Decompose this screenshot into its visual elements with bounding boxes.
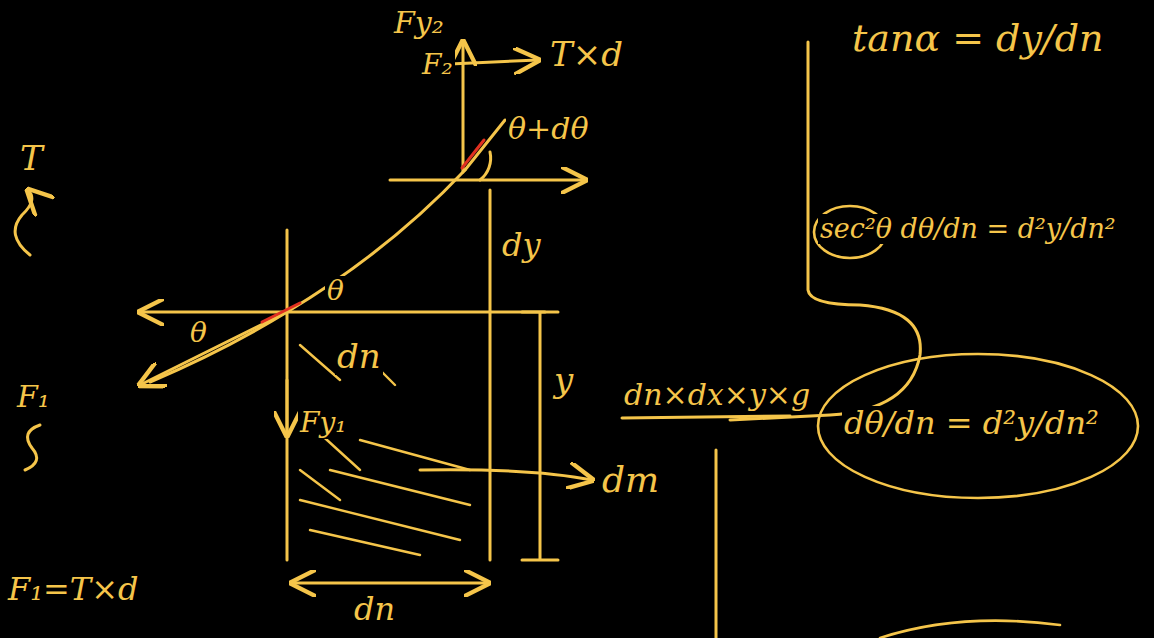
equation: F₁=T×d (6, 572, 140, 607)
equation: dθ/dn = d²y/dn² (842, 406, 1101, 441)
force-value: T×d (548, 36, 625, 73)
force-label: Fy₁ (298, 408, 348, 439)
divider (716, 42, 920, 638)
equation: sec²θ dθ/dn = d²y/dn² (818, 214, 1118, 244)
dimension-label: dn (352, 592, 397, 627)
curly-arrow (15, 190, 32, 255)
force-label: F₁ (15, 380, 52, 413)
force-f1 (140, 312, 287, 385)
next-ellipse (880, 621, 1060, 638)
force-label: F₂ (420, 50, 455, 81)
tangent-mark (462, 140, 484, 168)
element-left-side (286, 230, 289, 560)
angle-label: θ (325, 276, 346, 307)
angle-arc (480, 152, 491, 180)
tension-label: T (18, 140, 45, 177)
dimension-label: dn (335, 338, 383, 375)
dm-pointer (420, 470, 592, 480)
element-right-side (489, 190, 492, 560)
dimension-label: dy (500, 228, 543, 263)
mass-expression: dn×dx×y×g (622, 378, 812, 411)
curly-arrow (25, 425, 40, 470)
dimension-label: y (552, 362, 575, 399)
hatching (300, 345, 470, 555)
mass-label: dm (600, 460, 661, 500)
result-ellipse (818, 354, 1138, 498)
dn-dimension (292, 582, 488, 585)
horizontal-axis-left (140, 311, 287, 314)
angle-label: θ+dθ (506, 112, 590, 145)
force-fy2 (462, 42, 465, 172)
force-fy1 (286, 380, 289, 435)
y-dimension (522, 312, 558, 560)
force-f2-dir (465, 120, 505, 170)
horizontal-axis-right (390, 179, 585, 182)
force-f2 (450, 60, 538, 64)
angle-label: θ (188, 318, 209, 349)
horizontal-line (287, 311, 545, 314)
equation: tanα = dy/dn (850, 18, 1105, 60)
tangent-mark (262, 303, 300, 322)
force-label: Fy₂ (392, 6, 446, 39)
